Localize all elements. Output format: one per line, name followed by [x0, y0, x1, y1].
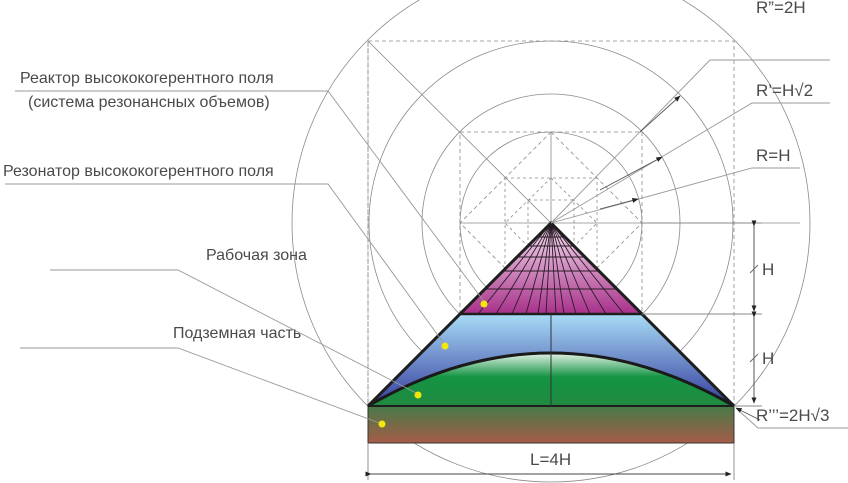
label-reactor-line1: Реактор высококогерентного поля	[20, 70, 274, 87]
height-dimension	[642, 220, 762, 407]
label-underground: Подземная часть	[173, 325, 302, 342]
label-reactor-line2: (система резонансных объемов)	[28, 94, 270, 111]
label-h-upper: H	[762, 260, 775, 279]
label-work-zone: Рабочая зона	[206, 247, 307, 264]
label-r-triple-prime: R’’’=2H√3	[756, 406, 830, 425]
label-h-lower: H	[762, 349, 775, 368]
label-r-double-prime: R”=2H	[756, 0, 806, 17]
length-dimension	[365, 443, 735, 480]
label-r-prime: R’=H√2	[756, 81, 814, 100]
label-length: L=4H	[530, 450, 572, 469]
radius-arrows	[599, 95, 761, 421]
ground-layer	[367, 405, 735, 444]
label-r: R=H	[756, 146, 791, 165]
marker-dots	[378, 300, 488, 428]
reactor-layer	[460, 222, 642, 315]
label-resonator: Резонатор высококогерентного поля	[3, 163, 274, 180]
